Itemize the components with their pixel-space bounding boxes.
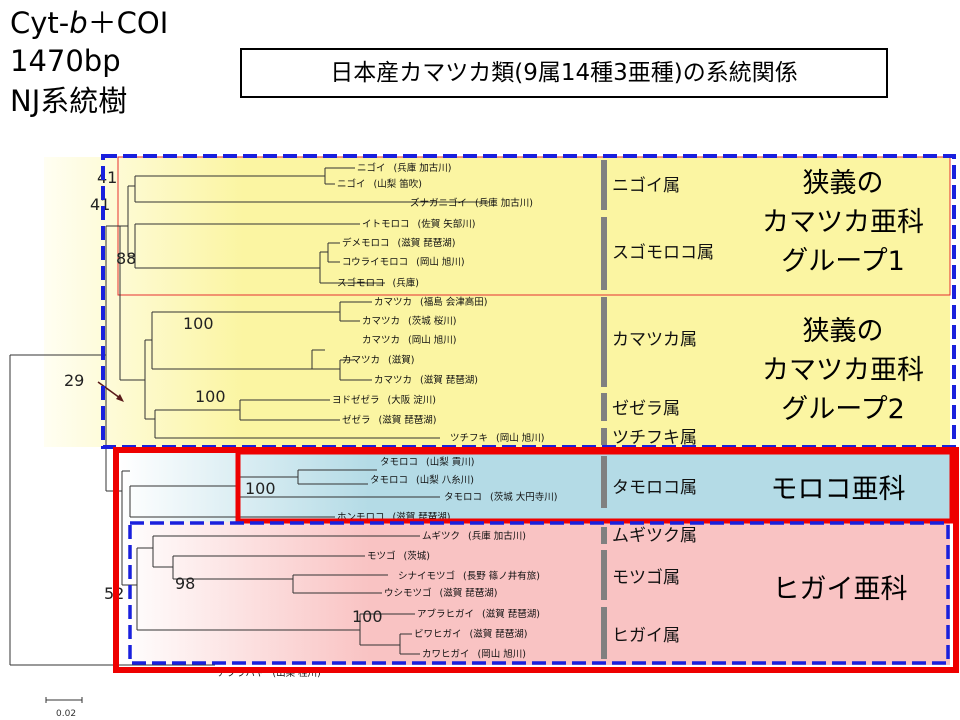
scale-label: 0.02 [56, 709, 76, 719]
genus-label: ゼゼラ属 [612, 399, 680, 419]
bootstrap-value: 29 [64, 371, 84, 390]
taxon-label: カマツカ(福島 会津高田) [374, 296, 487, 308]
higai-subfamily-label: ヒガイ亜科 [773, 574, 908, 605]
genus-label: スゴモロコ属 [612, 242, 714, 263]
bootstrap-values: 41 41 88 100 29 100 100 98 52 100 [64, 168, 383, 626]
taxa-labels: ニゴイ(兵庫 加古川) ニゴイ(山梨 笛吹) ズナガニゴイ(兵庫 加古川) イト… [217, 162, 557, 679]
karamatsuka-background [44, 157, 950, 447]
moroko-subfamily-label: モロコ亜科 [771, 474, 906, 505]
taxon-label: カマツカ(滋賀) [342, 354, 414, 366]
taxon-label: ニゴイ(山梨 笛吹) [337, 178, 422, 190]
bootstrap-value: 41 [90, 195, 110, 214]
bootstrap-value: 41 [97, 168, 117, 187]
taxon-label: デメモロコ(滋賀 琵琶湖) [342, 237, 455, 249]
group2-label-line3: グループ2 [781, 394, 905, 425]
taxon-label: イトモロコ(佐賀 矢部川) [362, 218, 475, 230]
group1-label-line3: グループ1 [781, 246, 905, 277]
taxon-label: ズナガニゴイ(兵庫 加古川) [410, 197, 533, 209]
taxon-label: ビワヒガイ(滋賀 琵琶湖) [414, 628, 527, 640]
group1-label-line2: カマツカ亜科 [762, 207, 924, 238]
taxon-label: スゴモロコ(兵庫) [337, 277, 419, 289]
taxon-label: ウシモツゴ(滋賀 琵琶湖) [384, 587, 497, 599]
taxon-label: アブラヒガイ(滋賀 琵琶湖) [417, 608, 540, 620]
taxon-label: カワヒガイ(岡山 旭川) [422, 648, 526, 660]
bootstrap-value: 100 [195, 387, 226, 406]
bootstrap-value: 88 [116, 249, 136, 268]
genus-label: ムギツク属 [612, 526, 697, 546]
taxon-label: タモロコ(山梨 貢川) [380, 456, 474, 468]
group2-label-line2: カマツカ亜科 [762, 355, 924, 386]
taxon-label: ムギツク(兵庫 加古川) [422, 530, 526, 542]
tree-info-line-2: 1470bp [10, 44, 121, 78]
taxon-label: ゼゼラ(滋賀 琵琶湖) [342, 414, 436, 426]
taxon-label: タモロコ(山梨 八糸川) [370, 474, 474, 486]
taxon-label: カマツカ(岡山 旭川) [362, 334, 456, 346]
genus-label: ニゴイ属 [612, 175, 680, 196]
bootstrap-arrow [97, 381, 121, 399]
scale-bar [45, 697, 83, 703]
page-title: 日本産カマツカ類(9属14種3亜種)の系統関係 [240, 48, 888, 98]
genus-labels: ニゴイ属 スゴモロコ属 カマツカ属 ゼゼラ属 ツチフキ属 タモロコ属 ムギツク属… [612, 175, 714, 646]
genus-label: ヒガイ属 [612, 626, 680, 646]
bootstrap-value: 100 [352, 607, 383, 626]
taxon-label: カマツカ(滋賀 琵琶湖) [374, 374, 478, 386]
bootstrap-value: 98 [175, 574, 195, 593]
genus-bars [601, 160, 607, 659]
taxon-label: モツゴ(茨城) [367, 550, 430, 562]
genus-label: モツゴ属 [612, 567, 680, 588]
taxon-label: ツチフキ(岡山 旭川) [450, 432, 544, 444]
taxon-label: ニゴイ(兵庫 加古川) [357, 162, 451, 174]
tree-info-line-1: Cyt-b＋COI [10, 6, 169, 40]
taxon-label: シナイモツゴ(長野 篠ノ井有旅) [398, 570, 540, 582]
bootstrap-value: 100 [245, 479, 276, 498]
moroko-subfamily-box [235, 449, 955, 524]
taxon-label: タモロコ(茨城 大円寺川) [444, 491, 557, 503]
taxon-label: コウライモロコ(岡山 旭川) [342, 256, 465, 268]
tree-info-line-3: NJ系統樹 [10, 84, 128, 118]
genus-label: タモロコ属 [612, 478, 697, 498]
group2-label-line1: 狭義の [803, 316, 884, 347]
genus-label: ツチフキ属 [612, 428, 697, 448]
higai-subfamily-box [128, 521, 950, 665]
higai-background [120, 522, 950, 665]
tree-branches [9, 167, 490, 666]
taxon-label: カマツカ(茨城 桜川) [362, 315, 456, 327]
moroko-background [120, 452, 950, 522]
genus-label: カマツカ属 [612, 330, 697, 350]
bootstrap-value: 100 [183, 314, 214, 333]
taxon-label: ヨドゼゼラ(大阪 淀川) [332, 394, 436, 406]
arrow-head-icon [116, 394, 124, 402]
group1-label-line1: 狭義の [803, 168, 884, 199]
